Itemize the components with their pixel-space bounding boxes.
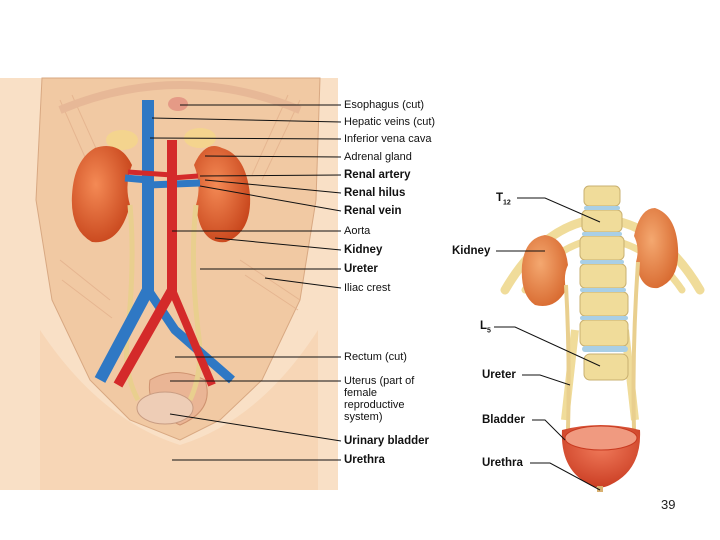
torso-illustration xyxy=(0,77,338,490)
label-hepatic-veins: Hepatic veins (cut) xyxy=(344,116,436,128)
label-renal-artery: Renal artery xyxy=(344,169,411,181)
label-renal-hilus: Renal hilus xyxy=(344,187,406,199)
label-right-bladder: Bladder xyxy=(482,414,525,426)
label-uterus: Uterus (part of female reproductive syst… xyxy=(344,375,415,423)
label-right-ureter: Ureter xyxy=(482,369,516,381)
skeletal-urinary-illustration xyxy=(500,185,705,492)
page-number: 39 xyxy=(661,497,676,512)
label-kidney: Kidney xyxy=(344,244,383,256)
label-adrenal-gland: Adrenal gland xyxy=(344,151,412,163)
label-urinary-bladder: Urinary bladder xyxy=(344,435,429,447)
left-leader-lines xyxy=(149,104,342,461)
label-inferior-vena-cava: Inferior vena cava xyxy=(344,133,432,145)
label-esophagus: Esophagus (cut) xyxy=(344,99,425,111)
label-aorta: Aorta xyxy=(344,225,371,237)
label-urethra: Urethra xyxy=(344,454,385,466)
label-ureter: Ureter xyxy=(344,263,378,275)
label-l5: L5 xyxy=(480,320,491,335)
label-t12: T12 xyxy=(496,192,511,207)
right-leader-lines xyxy=(494,197,601,491)
label-renal-vein: Renal vein xyxy=(344,205,402,217)
label-iliac-crest: Iliac crest xyxy=(344,282,391,294)
label-rectum: Rectum (cut) xyxy=(344,351,407,363)
label-right-kidney: Kidney xyxy=(452,245,491,257)
label-right-urethra: Urethra xyxy=(482,457,523,469)
